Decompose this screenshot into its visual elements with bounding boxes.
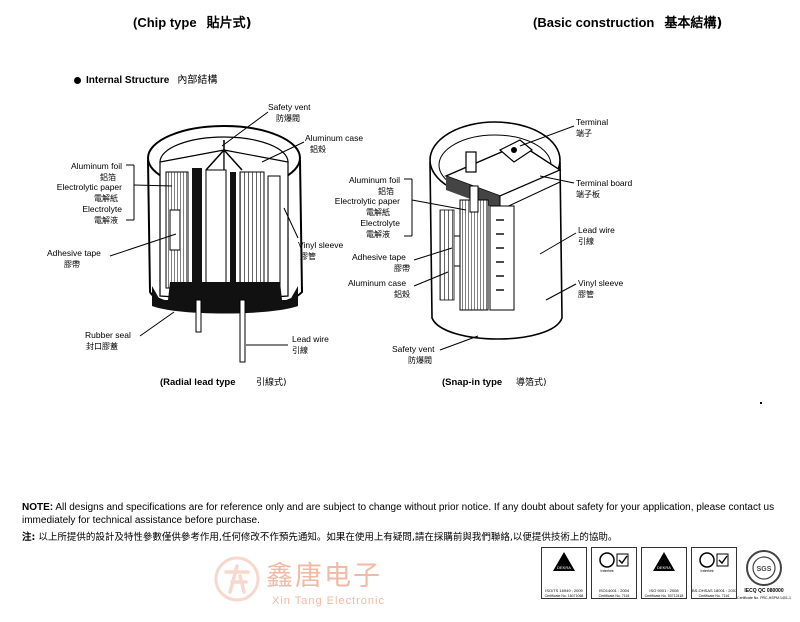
radial-label-electrolyte: Electrolyte: [82, 204, 122, 214]
snapin-label-terminal-board-cjk: 端子板: [576, 189, 600, 199]
snapin-label-safety-vent: Safety vent: [392, 344, 435, 354]
snapin-leader-lines: [404, 125, 577, 351]
header-chip-type-en: (Chip type: [133, 15, 197, 30]
cert-number: Certificate No. 16071068: [544, 594, 584, 598]
header-chip-type: (Chip type 貼片式): [133, 12, 252, 31]
cert-badge: Intertek BS-OHSAS 18001 : 2007 Certifica…: [691, 547, 737, 599]
snapin-label-terminal: Terminal: [576, 117, 608, 127]
radial-lead-wire-left: [195, 299, 202, 333]
radial-caption-cjk: 引線式): [256, 376, 287, 388]
radial-label-rubber-seal-cjk: 封口膠蓋: [86, 341, 118, 351]
radial-label-electrolytic-paper: Electrolytic paper: [57, 182, 122, 192]
radial-capacitor-drawing: Safety vent 防爆閥 Aluminum case 鋁殼 Aluminu…: [47, 102, 363, 388]
certification-badges: DEKRA ISO/TS 16949 : 2009 Certificate No…: [541, 547, 737, 599]
radial-caption: (Radial lead type: [160, 377, 236, 388]
dekra-logo-icon: DEKRA: [542, 548, 586, 576]
radial-label-lead-wire: Lead wire: [292, 334, 329, 344]
cert-badge: DEKRA ISO 9001 : 2008 Certificate No. 50…: [641, 547, 687, 599]
radial-label-vinyl-sleeve-cjk: 膠管: [300, 251, 316, 261]
watermark-company-en: Xin Tang Electronic: [272, 595, 385, 607]
cert-brand: Intertek: [700, 568, 713, 573]
header-chip-type-cjk: 貼片式): [206, 16, 252, 31]
snapin-label-adhesive-tape-cjk: 膠帶: [394, 264, 410, 273]
note-text: All designs and specifications are for r…: [22, 502, 775, 526]
snapin-label-electrolytic-paper: Electrolytic paper: [335, 196, 400, 206]
snapin-label-aluminum-foil: Aluminum foil: [349, 175, 400, 185]
header-basic-construction: (Basic construction 基本結構): [533, 12, 722, 31]
radial-label-aluminum-foil-cjk: 鋁箔: [100, 172, 116, 182]
header-basic-construction-en: (Basic construction: [533, 15, 655, 30]
radial-lead-wire-right: [239, 299, 246, 363]
snapin-label-terminal-cjk: 端子: [576, 128, 592, 138]
snapin-label-adhesive-tape: Adhesive tape: [352, 252, 406, 262]
intertek-logo-icon: Intertek: [692, 548, 736, 576]
sgs-text: SGS: [757, 566, 772, 573]
radial-label-electrolyte-cjk: 電解液: [94, 215, 118, 225]
radial-label-adhesive-tape-cjk: 膠帶: [64, 260, 80, 269]
snapin-label-terminal-board: Terminal board: [576, 178, 632, 188]
radial-label-aluminum-foil: Aluminum foil: [71, 161, 122, 171]
cert-standard: ISO 9001 : 2008: [649, 588, 679, 593]
snapin-caption: (Snap-in type: [442, 377, 502, 388]
note-chinese: 注: 以上所提供的設計及特性參數僅供參考作用,任何修改不作預先通知。如果在使用上…: [22, 529, 617, 543]
radial-leader-lines: [109, 111, 305, 346]
internal-structure-cjk: 內部結構: [177, 75, 218, 86]
snapin-label-lead-wire-cjk: 引線: [578, 236, 594, 246]
iecq-title: IECQ QC 080000: [744, 588, 784, 594]
note-cjk-label: 注:: [22, 532, 36, 543]
snapin-label-lead-wire: Lead wire: [578, 225, 615, 235]
internal-structure-en: Internal Structure: [86, 75, 170, 86]
cert-badge: DEKRA ISO/TS 16949 : 2009 Certificate No…: [541, 547, 587, 599]
snapin-label-aluminum-case-cjk: 鋁殼: [394, 289, 410, 299]
radial-label-safety-vent-cjk: 防爆閥: [276, 113, 300, 123]
cert-brand: Intertek: [600, 568, 613, 573]
radial-body: [147, 125, 304, 314]
internal-structure-heading: Internal Structure 內部結構: [74, 71, 217, 86]
radial-label-vinyl-sleeve: Vinyl sleeve: [298, 240, 343, 250]
cert-number: Certificate No. 7116: [698, 594, 730, 598]
xintang-logo-icon: [214, 556, 260, 602]
note-english: NOTE: All designs and specifications are…: [22, 501, 782, 527]
radial-label-aluminum-case-cjk: 鋁殼: [310, 144, 326, 154]
cert-number: Certificate No. 50712418: [644, 594, 684, 598]
dekra-logo-icon: DEKRA: [642, 548, 686, 576]
snapin-label-vinyl-sleeve-cjk: 膠管: [578, 289, 594, 299]
cert-brand: DEKRA: [557, 565, 571, 570]
snapin-label-aluminum-case: Aluminum case: [348, 278, 406, 288]
snapin-label-electrolyte: Electrolyte: [360, 218, 400, 228]
radial-label-aluminum-case: Aluminum case: [305, 133, 363, 143]
snapin-caption-cjk: 導箔式): [516, 376, 547, 388]
cert-badge: Intertek ISO14001 : 2004 Certificate No.…: [591, 547, 637, 599]
snapin-label-electrolyte-cjk: 電解液: [366, 229, 390, 239]
snapin-label-safety-vent-cjk: 防爆閥: [408, 355, 432, 365]
radial-label-adhesive-tape: Adhesive tape: [47, 248, 101, 258]
radial-label-rubber-seal: Rubber seal: [85, 330, 131, 340]
stray-mark: [760, 402, 762, 404]
header-basic-construction-cjk: 基本結構): [664, 16, 723, 31]
note-cjk-text: 以上所提供的設計及特性參數僅供參考作用,任何修改不作預先通知。如果在使用上有疑問…: [38, 532, 618, 543]
note-label: NOTE:: [22, 502, 54, 513]
sgs-logo-icon: SGS: [746, 550, 782, 586]
radial-label-electrolytic-paper-cjk: 電解紙: [94, 193, 118, 203]
snapin-capacitor-drawing: Terminal 端子 Terminal board 端子板 Aluminum …: [335, 117, 633, 388]
snapin-label-vinyl-sleeve: Vinyl sleeve: [578, 278, 623, 288]
construction-diagram: Safety vent 防爆閥 Aluminum case 鋁殼 Aluminu…: [47, 102, 633, 388]
iecq-badge: SGS IECQ QC 080000 Certificate No. PRC-H…: [736, 548, 792, 600]
cert-standard: ISO/TS 16949 : 2009: [545, 588, 583, 593]
intertek-logo-icon: Intertek: [592, 548, 636, 576]
cert-standard: BS-OHSAS 18001 : 2007: [692, 588, 736, 593]
iecq-cert: Certificate No. PRC-HSPM-1401-1: [737, 596, 791, 600]
cert-number: Certificate No. 7116: [598, 594, 630, 598]
radial-label-lead-wire-cjk: 引線: [292, 345, 308, 355]
bullet-icon: [74, 76, 81, 84]
cert-brand: DEKRA: [657, 565, 671, 570]
snapin-body: [429, 121, 563, 340]
cert-standard: ISO14001 : 2004: [598, 588, 630, 593]
watermark-company-cn: 鑫唐电子: [266, 561, 382, 592]
snapin-label-electrolytic-paper-cjk: 電解紙: [366, 207, 390, 217]
radial-label-safety-vent: Safety vent: [268, 102, 311, 112]
snapin-label-aluminum-foil-cjk: 鋁箔: [378, 186, 394, 196]
